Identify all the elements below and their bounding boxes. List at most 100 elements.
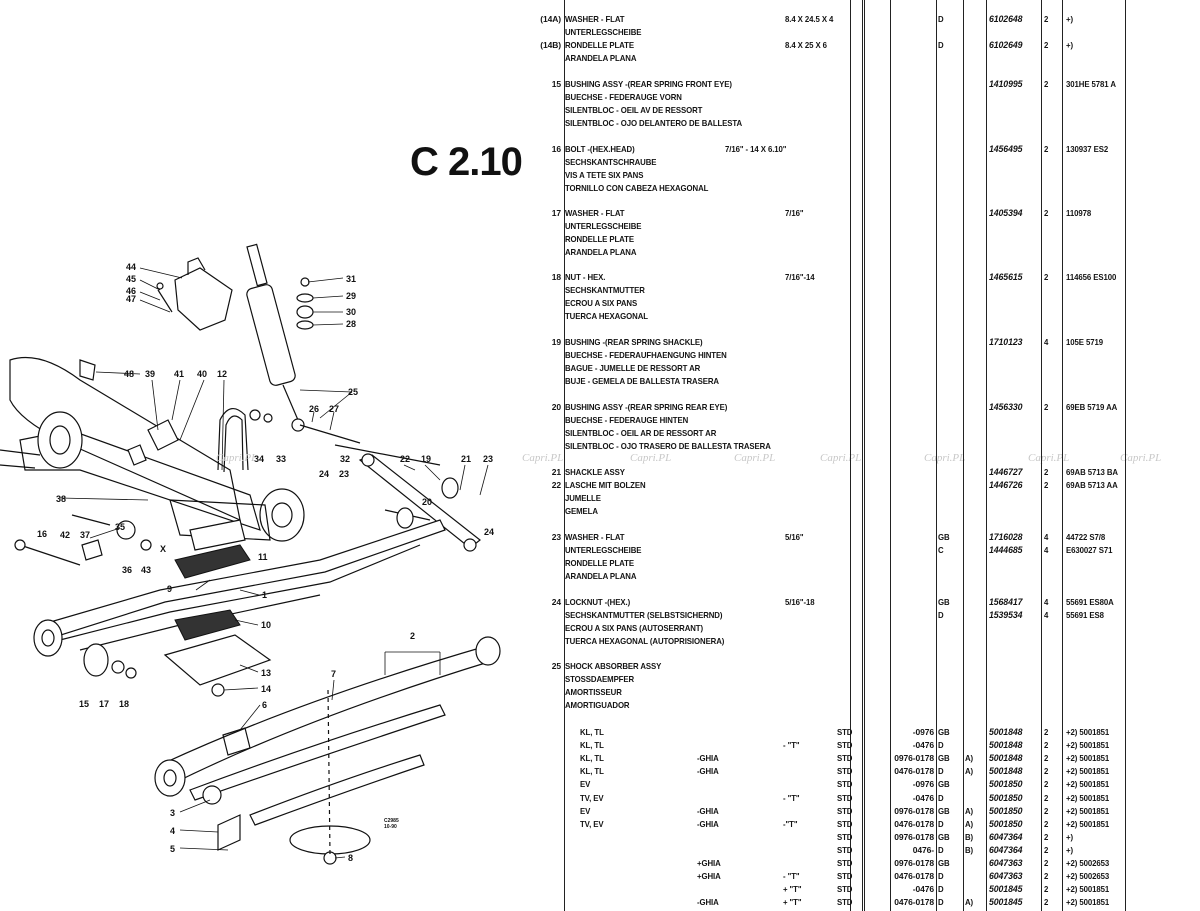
part-description: VIS A TETE SIX PANS: [565, 170, 644, 180]
callout-label: 29: [346, 291, 356, 301]
column-rule: [986, 0, 987, 911]
part-description: SILENTBLOC - OEIL AV DE RESSORT: [565, 105, 703, 115]
part-number: 6102649: [989, 40, 1023, 51]
part-number: 5001850: [989, 792, 1023, 804]
quantity: 2: [1044, 844, 1049, 855]
part-description: ARANDELA PLANA: [565, 247, 637, 257]
part-description: ARANDELA PLANA: [565, 53, 637, 63]
reference-number: 55691 ES80A: [1066, 597, 1114, 607]
part-size: 5/16"-18: [785, 597, 815, 607]
callout-label: 10: [261, 620, 271, 630]
reference-number: 55691 ES8: [1066, 610, 1104, 620]
quantity: 2: [1044, 897, 1049, 908]
country-code: GB: [938, 805, 950, 816]
quantity: 2: [1044, 766, 1049, 777]
part-description: SILENTBLOC - OJO TRASERO DE BALLESTA TRA…: [565, 441, 771, 451]
column-rule: [1125, 0, 1126, 911]
model-code: KL, TL: [580, 727, 604, 737]
model-code: TV, EV: [580, 792, 604, 803]
reference-number: +2) 5001851: [1066, 779, 1110, 790]
country-code: D: [938, 766, 944, 777]
part-description: BUECHSE - FEDERAUGE VORN: [565, 92, 682, 102]
trim-code: +GHIA: [697, 871, 721, 882]
part-description: BUSHING -(REAR SPRING SHACKLE): [565, 337, 703, 347]
country-code: D: [938, 818, 944, 829]
watermark: Capri.PL: [630, 452, 672, 464]
part-description: LOCKNUT -(HEX.): [565, 597, 631, 607]
country-code: GB: [938, 532, 950, 542]
type-code: - "T": [783, 871, 800, 882]
reference-number: E630027 S71: [1066, 545, 1113, 555]
reference-number: 69EB 5719 AA: [1066, 402, 1118, 412]
part-number: 5001848: [989, 766, 1023, 778]
exploded-leaf-spring: [154, 636, 501, 865]
reference-number: +): [1066, 14, 1074, 24]
reference-number: +2) 5001851: [1066, 805, 1110, 816]
quantity: 2: [1044, 402, 1049, 412]
type-code: + "T": [783, 897, 802, 908]
trim-code: -GHIA: [697, 805, 719, 816]
quantity: 2: [1044, 871, 1049, 882]
part-description: LASCHE MIT BOLZEN: [565, 480, 646, 490]
type-code: - "T": [783, 740, 800, 751]
quantity: 2: [1044, 792, 1049, 803]
quantity: 4: [1044, 545, 1049, 555]
trim-code: -GHIA: [697, 897, 719, 908]
reference-number: +): [1066, 844, 1074, 855]
part-description: SHACKLE ASSY: [565, 467, 625, 477]
part-number: 1539534: [989, 610, 1023, 621]
callout-label: 17: [99, 699, 109, 709]
country-code: D: [938, 14, 944, 24]
callout-label: 5: [170, 844, 175, 854]
note-ref: A): [965, 897, 974, 908]
part-description: RONDELLE PLATE: [565, 40, 634, 50]
part-description: AMORTIGUADOR: [565, 700, 630, 710]
callout-labels: 44 45 46 47 31 29 30 28 48 39 41 40 12 2…: [37, 262, 494, 863]
reference-number: 301HE 5781 A: [1066, 79, 1116, 89]
leaf-spring-assembly: [33, 519, 446, 679]
date-range: -0976: [912, 727, 934, 737]
part-number: 6047363: [989, 871, 1023, 883]
watermark: Capri.PL: [1028, 452, 1070, 464]
callout-label: 30: [346, 307, 356, 317]
std-code: STD: [837, 871, 853, 882]
part-size: 5/16": [785, 532, 804, 542]
callout-label: 11: [258, 552, 268, 562]
quantity: 2: [1044, 208, 1049, 218]
country-code: D: [938, 871, 944, 882]
note-ref: B): [965, 831, 974, 842]
part-description: RONDELLE PLATE: [565, 558, 634, 568]
callout-label: 26: [309, 404, 319, 414]
callout-label: 24: [484, 527, 494, 537]
item-number: 20: [551, 402, 561, 412]
country-code: D: [938, 844, 944, 855]
std-code: STD: [837, 818, 853, 829]
std-code: STD: [837, 805, 853, 816]
callout-label: 44: [126, 262, 136, 272]
part-description: ECROU A SIX PANS (AUTOSERRANT): [565, 623, 704, 633]
part-description: UNTERLEGSCHEIBE: [565, 27, 642, 37]
part-number: 1410995: [989, 79, 1023, 90]
callout-label: 7: [331, 669, 336, 679]
callout-label: 9: [167, 584, 172, 594]
item-number: 17: [551, 208, 561, 218]
quantity: 2: [1044, 144, 1049, 154]
date-range: 0976-0178: [894, 858, 934, 868]
model-code: EV: [580, 805, 591, 816]
callout-label: 24: [319, 469, 329, 479]
item-number: 24: [551, 597, 561, 607]
part-description: UNTERLEGSCHEIBE: [565, 545, 642, 555]
model-code: KL, TL: [580, 740, 604, 751]
part-size: 7/16": [785, 208, 804, 218]
